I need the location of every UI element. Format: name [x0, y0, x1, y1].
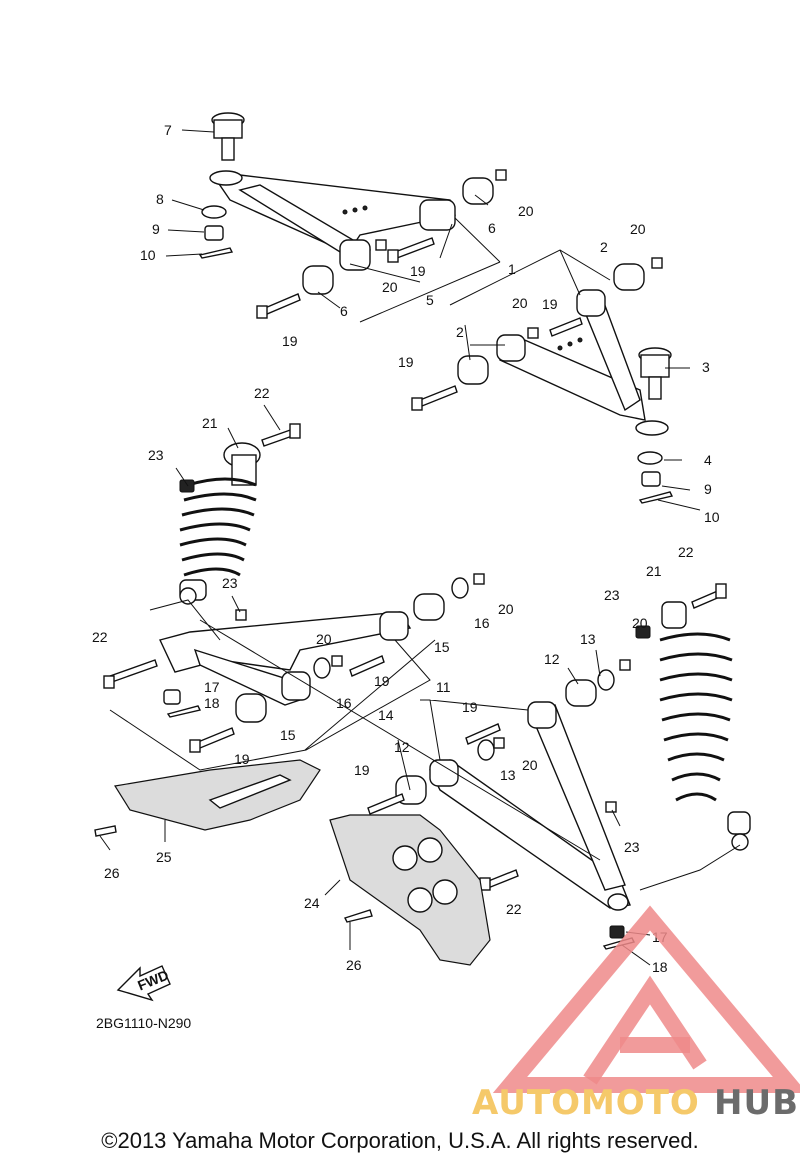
callout-13: 13	[580, 631, 596, 647]
callout-19: 19	[354, 762, 370, 778]
callout-16: 16	[336, 695, 352, 711]
callout-19: 19	[234, 751, 250, 767]
callout-21: 21	[202, 415, 218, 431]
callout-22: 22	[92, 629, 108, 645]
diagram-code: 2BG1110-N290	[96, 1015, 191, 1031]
callout-23: 23	[148, 447, 164, 463]
callout-10: 10	[704, 509, 720, 525]
callout-14: 14	[378, 707, 394, 723]
callout-22: 22	[678, 544, 694, 560]
callout-23: 23	[222, 575, 238, 591]
callout-19: 19	[282, 333, 298, 349]
copyright-notice: ©2013 Yamaha Motor Corporation, U.S.A. A…	[101, 1128, 699, 1153]
shock-absorber-right	[635, 583, 751, 851]
callout-18: 18	[652, 959, 668, 975]
callout-8: 8	[156, 191, 164, 207]
callout-22: 22	[506, 901, 522, 917]
callout-20: 20	[632, 615, 648, 631]
callout-13: 13	[500, 767, 516, 783]
callout-19: 19	[398, 354, 414, 370]
callout-6: 6	[488, 220, 496, 236]
callout-12: 12	[544, 651, 560, 667]
callout-20: 20	[522, 757, 538, 773]
callout-6: 6	[340, 303, 348, 319]
lower-arm-left	[94, 573, 485, 837]
callout-20: 20	[316, 631, 332, 647]
callout-11: 11	[436, 679, 451, 695]
callout-9: 9	[704, 481, 712, 497]
callout-23: 23	[604, 587, 620, 603]
callout-26: 26	[346, 957, 362, 973]
callout-19: 19	[542, 296, 558, 312]
callout-20: 20	[630, 221, 646, 237]
callout-20: 20	[498, 601, 514, 617]
callout-19: 19	[374, 673, 390, 689]
callout-15: 15	[434, 639, 450, 655]
callout-9: 9	[152, 221, 160, 237]
callout-19: 19	[462, 699, 478, 715]
callout-2: 2	[456, 324, 464, 340]
callout-18: 18	[204, 695, 220, 711]
callout-20: 20	[518, 203, 534, 219]
watermark-logo: AUTOMOTO HUB	[472, 905, 800, 1123]
callout-21: 21	[646, 563, 662, 579]
lower-arm-right	[329, 659, 636, 966]
fwd-arrow: FWD	[116, 965, 171, 1002]
watermark-text-part1: AUTOMOTO	[472, 1083, 700, 1123]
callout-22: 22	[254, 385, 270, 401]
callout-20: 20	[382, 279, 398, 295]
callout-4: 4	[704, 452, 712, 468]
watermark-text-part2: HUB	[714, 1083, 799, 1123]
callout-5: 5	[426, 292, 434, 308]
callout-23: 23	[624, 839, 640, 855]
callout-19: 19	[410, 263, 426, 279]
leader-lines	[99, 129, 741, 966]
callout-7: 7	[164, 122, 172, 138]
callout-10: 10	[140, 247, 156, 263]
callout-3: 3	[702, 359, 710, 375]
callout-2: 2	[600, 239, 608, 255]
callout-26: 26	[104, 865, 120, 881]
upper-arm-left	[198, 112, 507, 319]
upper-arm-right	[411, 257, 674, 504]
shock-absorber-left	[179, 423, 301, 605]
callout-24: 24	[304, 895, 320, 911]
callout-17: 17	[204, 679, 220, 695]
callout-20: 20	[512, 295, 528, 311]
callout-12: 12	[394, 739, 410, 755]
callout-25: 25	[156, 849, 172, 865]
callout-16: 16	[474, 615, 490, 631]
callout-1: 1	[508, 261, 516, 277]
callout-15: 15	[280, 727, 296, 743]
